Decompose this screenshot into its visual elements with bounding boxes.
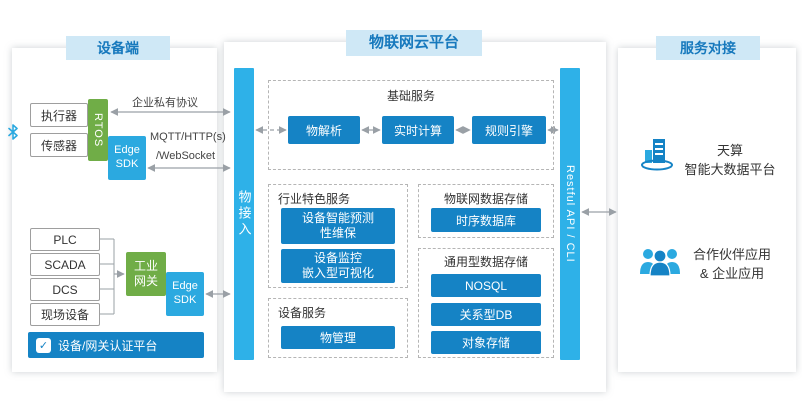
industry-services-group <box>268 184 408 288</box>
rule-engine-box: 规则引擎 <box>472 116 546 144</box>
gateway-edge-sdk-box: Edge SDK <box>166 272 204 316</box>
general-storage-group <box>418 248 554 358</box>
tab-iot-cloud-platform: 物联网云平台 <box>346 30 482 56</box>
device-services-title: 设备服务 <box>278 306 327 320</box>
device-monitoring-box: 设备监控 嵌入型可视化 <box>281 249 395 283</box>
thing-management-box: 物管理 <box>281 326 395 349</box>
field-device-box: 现场设备 <box>30 303 100 326</box>
sensor-box: 传感器 <box>30 133 88 157</box>
realtime-computing-box: 实时计算 <box>382 116 454 144</box>
websocket-label: /WebSocket <box>156 150 216 162</box>
relational-db-box: 关系型DB <box>431 303 541 326</box>
iot-storage-group <box>418 184 554 238</box>
edge-sdk-box: Edge SDK <box>108 136 146 180</box>
predictive-maintenance-box: 设备智能预测 性维保 <box>281 208 395 244</box>
timeseries-db-box: 时序数据库 <box>431 208 541 232</box>
wireless-icon <box>5 123 21 146</box>
thing-access-label: 物接入 <box>236 190 252 238</box>
partner-apps-icon <box>638 244 682 285</box>
actuator-box: 执行器 <box>30 103 88 127</box>
thing-parsing-box: 物解析 <box>288 116 360 144</box>
rtos-box: RTOS <box>88 99 108 161</box>
basic-services-group <box>268 80 554 170</box>
dcs-box: DCS <box>30 278 100 301</box>
scada-box: SCADA <box>30 253 100 276</box>
object-storage-box: 对象存储 <box>431 331 541 354</box>
bigdata-platform-label: 天算 智能大数据平台 <box>684 143 776 177</box>
iot-storage-title: 物联网数据存储 <box>443 192 528 206</box>
industry-services-title: 行业特色服务 <box>278 192 351 206</box>
bigdata-platform-icon <box>636 136 678 181</box>
auth-platform-bar: ✓ 设备/网关认证平台 <box>28 332 204 358</box>
thing-access-bar: 物接入 <box>234 68 254 360</box>
tab-device-side: 设备端 <box>66 36 170 60</box>
check-icon: ✓ <box>36 337 51 353</box>
basic-services-title: 基础服务 <box>386 89 435 103</box>
service-panel <box>618 48 796 372</box>
restful-api-label: Restful API / CLI <box>564 165 576 263</box>
tab-service-integration: 服务对接 <box>656 36 760 60</box>
nosql-box: NOSQL <box>431 274 541 297</box>
partner-apps-label: 合作伙伴应用 & 企业应用 <box>692 247 771 281</box>
restful-api-bar: Restful API / CLI <box>560 68 580 360</box>
mqtt-http-label: MQTT/HTTP(s) <box>150 131 226 143</box>
device-services-group <box>268 298 408 358</box>
auth-platform-label: 设备/网关认证平台 <box>58 338 158 353</box>
industrial-gateway-box: 工业 网关 <box>126 252 166 296</box>
private-protocol-label: 企业私有协议 <box>132 97 198 109</box>
rtos-label: RTOS <box>92 112 104 148</box>
plc-box: PLC <box>30 228 100 251</box>
general-storage-title: 通用型数据存储 <box>443 255 528 269</box>
